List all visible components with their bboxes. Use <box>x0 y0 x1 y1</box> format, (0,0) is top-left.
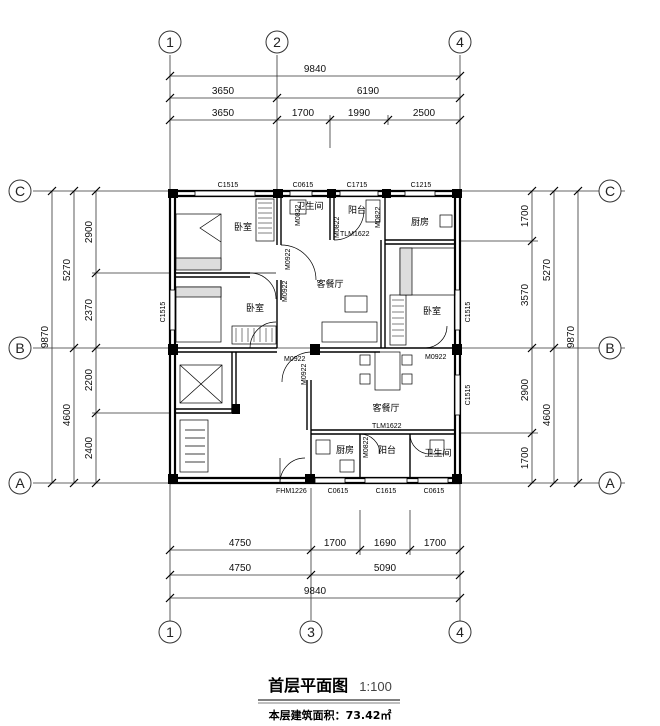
dim-right-outer-2: 4600 <box>542 403 553 426</box>
window-top-4: C1215 <box>411 182 432 189</box>
room-balcony-top: 阳台 <box>348 204 366 216</box>
dim-top-row3-3: 1990 <box>348 108 371 119</box>
window-right-lower: C1515 <box>465 385 472 406</box>
door-m0922-e: M0922 <box>425 354 447 361</box>
dim-top-row3-1: 3650 <box>212 108 235 119</box>
room-bedroom-right: 卧室 <box>423 305 441 317</box>
door-m0922-d: M0922 <box>301 363 308 385</box>
axis-left-c: C <box>15 183 25 199</box>
door-m0922-a: M0922 <box>285 248 292 270</box>
window-bottom-2: C1615 <box>376 488 397 495</box>
window-bottom-3: C0615 <box>424 488 445 495</box>
axis-right-b: B <box>605 340 614 356</box>
axis-top-1: 1 <box>166 34 174 50</box>
drawing-scale: 1:100 <box>359 679 392 694</box>
door-tlm-top: TLM1622 <box>340 231 370 238</box>
axis-bottom-1: 1 <box>166 624 174 640</box>
dim-top-row2-2: 6190 <box>357 86 380 97</box>
axis-right-c: C <box>605 183 615 199</box>
dim-top-row2-1: 3650 <box>212 86 235 97</box>
dim-top-total: 9840 <box>304 64 327 75</box>
dim-right-inner-3: 2900 <box>520 378 531 401</box>
door-m0822-a: M0822 <box>295 204 302 226</box>
dim-left-outer-2: 4600 <box>62 403 73 426</box>
room-bathroom-bottom: 卫生间 <box>424 447 451 459</box>
axis-bottom-3: 3 <box>307 624 315 640</box>
axis-bottom-4: 4 <box>456 624 464 640</box>
dim-right-inner-1: 1700 <box>520 204 531 227</box>
drawing-title-block: 首层平面图 1:100 <box>0 672 660 696</box>
room-kitchen-top: 厨房 <box>411 216 429 228</box>
dim-bottom-row1-1: 4750 <box>229 538 252 549</box>
axis-top-2: 2 <box>273 34 281 50</box>
dim-bottom-row1-4: 1700 <box>424 538 447 549</box>
axis-left-b: B <box>15 340 24 356</box>
window-bottom-1: C0615 <box>328 488 349 495</box>
axis-right-a: A <box>605 475 615 491</box>
dim-bottom-row2-2: 5090 <box>374 563 397 574</box>
dim-bottom-total: 9840 <box>304 586 327 597</box>
window-top-2: C0615 <box>293 182 314 189</box>
door-m0922-b: M0922 <box>282 280 289 302</box>
dim-top-row3-2: 1700 <box>292 108 315 119</box>
room-balcony-bottom: 阳台 <box>378 444 396 456</box>
dim-left-inner-2: 2370 <box>84 298 95 321</box>
dim-left-total: 9870 <box>40 325 51 348</box>
dim-bottom-row1-2: 1700 <box>324 538 347 549</box>
axis-top-4: 4 <box>456 34 464 50</box>
door-tlm-bottom: TLM1622 <box>372 423 402 430</box>
dim-top-row3-4: 2500 <box>413 108 436 119</box>
room-bedroom-top-left: 卧室 <box>234 221 252 233</box>
dim-bottom-row2-1: 4750 <box>229 563 252 574</box>
door-m0822-d: M0822 <box>363 436 370 458</box>
window-left: C1515 <box>160 302 167 323</box>
window-top-1: C1515 <box>218 182 239 189</box>
window-right-upper: C1515 <box>465 302 472 323</box>
door-m0922-c: M0922 <box>284 356 306 363</box>
door-m0822-c: M0822 <box>375 206 382 228</box>
dim-right-inner-4: 1700 <box>520 446 531 469</box>
room-bathroom-top: 卫生间 <box>296 200 323 212</box>
window-top-3: C1715 <box>347 182 368 189</box>
door-m0822-b: M0822 <box>334 216 341 238</box>
dim-left-outer-1: 5270 <box>62 258 73 281</box>
room-kitchen-bottom: 厨房 <box>336 444 354 456</box>
drawing-title: 首层平面图 <box>268 676 349 695</box>
dim-right-total: 9870 <box>566 325 577 348</box>
room-living-bottom: 客餐厅 <box>372 402 399 414</box>
dim-left-inner-1: 2900 <box>84 220 95 243</box>
dim-left-inner-3: 2200 <box>84 368 95 391</box>
dim-right-inner-2: 3570 <box>520 283 531 306</box>
dim-right-outer-1: 5270 <box>542 258 553 281</box>
axis-left-a: A <box>15 475 25 491</box>
room-living-top: 客餐厅 <box>316 278 343 290</box>
door-fhm: FHM1226 <box>276 488 307 495</box>
dim-bottom-row1-3: 1690 <box>374 538 397 549</box>
room-bedroom-middle-left: 卧室 <box>246 302 264 314</box>
dim-left-inner-4: 2400 <box>84 436 95 459</box>
floor-area-text: 本层建筑面积：73.42㎡ <box>268 709 392 722</box>
